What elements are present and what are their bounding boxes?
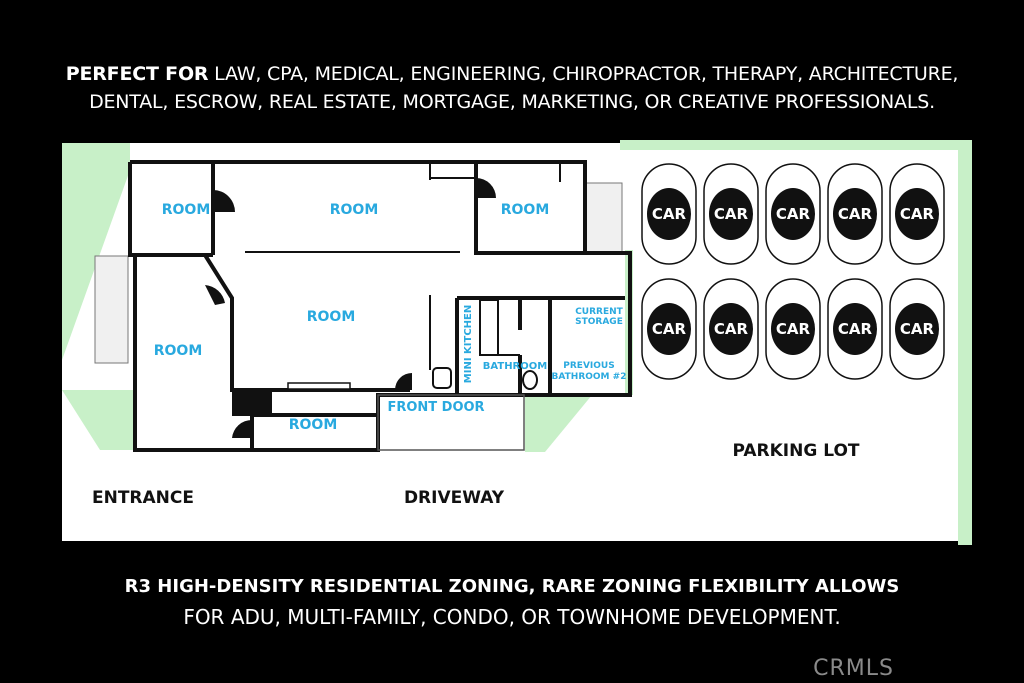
car-label: CAR bbox=[838, 320, 873, 338]
header-lead: PERFECT FOR bbox=[65, 63, 209, 85]
car-icon bbox=[647, 303, 691, 355]
car-label: CAR bbox=[776, 320, 811, 338]
header-line-2: DENTAL, ESCROW, REAL ESTATE, MORTGAGE, M… bbox=[89, 91, 935, 113]
car-icon bbox=[771, 188, 815, 240]
room-label-top-right: ROOM bbox=[501, 202, 550, 218]
car-icon bbox=[709, 188, 753, 240]
car-label: CAR bbox=[652, 205, 687, 223]
room-label-front-door: FRONT DOOR bbox=[387, 400, 484, 415]
car-icon bbox=[833, 303, 877, 355]
label-parking-lot: PARKING LOT bbox=[732, 441, 859, 461]
landscape-driveway bbox=[525, 395, 592, 452]
landscape-entrance bbox=[62, 390, 135, 450]
room-label-top-left: ROOM bbox=[162, 202, 211, 218]
room-label-left: ROOM bbox=[154, 343, 203, 359]
car-icon bbox=[895, 303, 939, 355]
car-icon bbox=[709, 303, 753, 355]
room-label-current-storage-2: STORAGE bbox=[575, 317, 623, 327]
interior-partitions bbox=[245, 162, 561, 390]
room-label-bathroom: BATHROOM bbox=[483, 361, 547, 372]
room-label-bottom: ROOM bbox=[289, 417, 338, 433]
label-driveway: DRIVEWAY bbox=[404, 488, 505, 508]
side-window-right bbox=[585, 182, 623, 254]
car-label: CAR bbox=[714, 320, 749, 338]
room-label-previous-bathroom-2: BATHROOM #2 bbox=[552, 372, 627, 382]
label-entrance: ENTRANCE bbox=[92, 488, 194, 508]
header-line-1-rest: LAW, CPA, MEDICAL, ENGINEERING, CHIROPRA… bbox=[208, 63, 959, 85]
car-icon bbox=[771, 303, 815, 355]
room-label-mini-kitchen: MINI KITCHEN bbox=[463, 305, 474, 383]
car-label: CAR bbox=[776, 205, 811, 223]
car-icon bbox=[895, 188, 939, 240]
room-label-current-storage-1: CURRENT bbox=[575, 307, 623, 317]
footer-line-1: R3 HIGH-DENSITY RESIDENTIAL ZONING, RARE… bbox=[124, 576, 900, 597]
door-swings bbox=[205, 178, 496, 438]
car-label: CAR bbox=[838, 205, 873, 223]
room-label-previous-bathroom-1: PREVIOUS bbox=[563, 361, 614, 371]
car-label: CAR bbox=[714, 205, 749, 223]
landscape-left bbox=[62, 143, 130, 360]
car-label: CAR bbox=[652, 320, 687, 338]
room-label-top-center: ROOM bbox=[330, 202, 379, 218]
front-porch bbox=[377, 394, 525, 451]
footer-text: R3 HIGH-DENSITY RESIDENTIAL ZONING, RARE… bbox=[0, 572, 1024, 632]
structural-column bbox=[232, 388, 272, 416]
header-text: PERFECT FOR LAW, CPA, MEDICAL, ENGINEERI… bbox=[0, 60, 1024, 116]
side-window-left bbox=[94, 255, 129, 364]
footer-line-2: FOR ADU, MULTI-FAMILY, CONDO, OR TOWNHOM… bbox=[183, 605, 841, 629]
car-label: CAR bbox=[900, 205, 935, 223]
watermark-crmls: CRMLS bbox=[813, 656, 894, 681]
window-bottom-room bbox=[287, 382, 351, 390]
header-line-1: PERFECT FOR LAW, CPA, MEDICAL, ENGINEERI… bbox=[0, 60, 1024, 88]
room-label-center: ROOM bbox=[307, 309, 356, 325]
parking-spaces: CAR CAR CAR CAR CAR CAR CAR CAR CAR CAR bbox=[641, 163, 945, 380]
car-label: CAR bbox=[900, 320, 935, 338]
car-icon bbox=[833, 188, 877, 240]
car-icon bbox=[647, 188, 691, 240]
